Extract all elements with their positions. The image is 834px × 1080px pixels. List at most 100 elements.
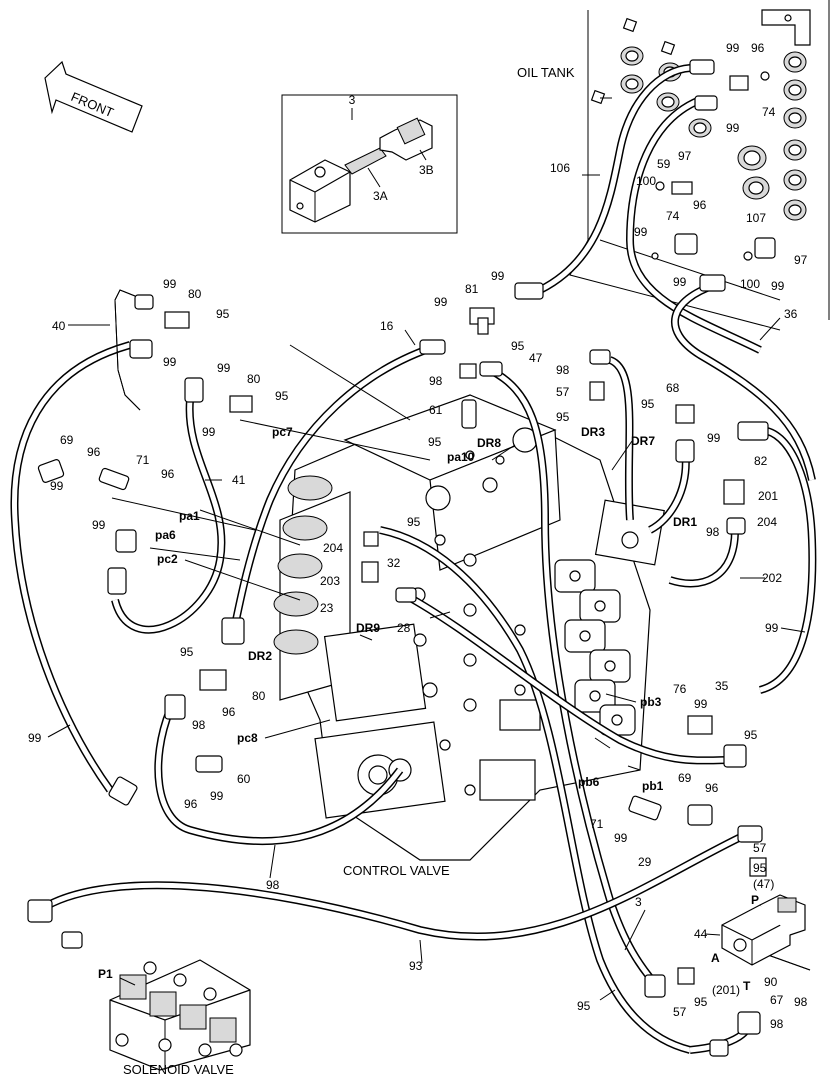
callout: 40	[52, 319, 66, 333]
tube-40-inner	[114, 289, 146, 411]
callout: 80	[188, 287, 202, 301]
port-label: A	[711, 951, 720, 965]
callout: 95	[216, 307, 230, 321]
callout: 74	[666, 209, 680, 223]
control-valve-label: CONTROL VALVE	[343, 863, 450, 878]
front-arrow: FRONT	[44, 60, 143, 133]
port-label: pc8	[237, 731, 258, 745]
callout: 95	[641, 397, 655, 411]
fittings	[27, 59, 811, 1057]
callout: 61	[429, 403, 443, 417]
callout: 59	[657, 157, 671, 171]
callout: 98	[429, 374, 443, 388]
solenoid-valve-label: SOLENOID VALVE	[123, 1062, 234, 1077]
callout: 96	[87, 445, 101, 459]
port-label: DR8	[477, 436, 501, 450]
hose-tank-return	[625, 96, 762, 354]
callout: 80	[252, 689, 266, 703]
callout: 29	[638, 855, 652, 869]
solenoid-valve-assembly	[109, 959, 251, 1071]
callout: 16	[380, 319, 394, 333]
hose-41	[111, 399, 226, 634]
callout: 95	[428, 435, 442, 449]
inset-number: 3	[349, 93, 356, 107]
port-label: T	[743, 979, 751, 993]
port-label: pb1	[642, 779, 664, 793]
port-label: pc7	[272, 425, 293, 439]
port-label: P1	[98, 967, 113, 981]
callout: 100	[636, 174, 656, 188]
callout: 68	[666, 381, 680, 395]
callout: 71	[590, 817, 604, 831]
callout: 97	[794, 253, 808, 267]
port-label: pb3	[640, 695, 662, 709]
callout: 96	[705, 781, 719, 795]
oil-tank-label: OIL TANK	[517, 65, 575, 80]
callout: 74	[762, 105, 776, 119]
callout: 99	[765, 621, 779, 635]
port-label: DR2	[248, 649, 272, 663]
callout: 35	[715, 679, 729, 693]
callout: 95	[556, 410, 570, 424]
callout: 106	[550, 161, 570, 175]
callout: 99	[163, 277, 177, 291]
inset-3a-label: 3A	[373, 189, 388, 203]
callout: 90	[764, 975, 778, 989]
port-label: DR7	[631, 434, 655, 448]
callout: 96	[222, 705, 236, 719]
port-label: pc2	[157, 552, 178, 566]
callout: 107	[746, 211, 766, 225]
inset-3b-label: 3B	[419, 163, 434, 177]
hose-106	[538, 64, 691, 294]
callout: 23	[320, 601, 334, 615]
leader-lines	[47, 97, 806, 1001]
callout: 57	[556, 385, 570, 399]
callout: 99	[771, 279, 785, 293]
inset-solenoid-valve-detail: 3 3A 3B	[281, 93, 458, 234]
callout: 99	[726, 41, 740, 55]
callout: 60	[237, 772, 251, 786]
callout: 44	[694, 927, 708, 941]
hose-35	[10, 341, 132, 793]
callout: 95	[753, 861, 767, 875]
callout: (47)	[753, 877, 774, 891]
callout: 95	[511, 339, 525, 353]
callout: 67	[770, 993, 784, 1007]
callout: 71	[136, 453, 150, 467]
hose-23	[403, 591, 731, 765]
hose-36	[670, 281, 816, 481]
callout: 76	[673, 682, 687, 696]
callout: 100	[740, 277, 760, 291]
callout: (201)	[712, 983, 740, 997]
callout: 96	[161, 467, 175, 481]
callout: 99	[50, 479, 64, 493]
hose-dr7	[608, 356, 634, 521]
callout: 95	[694, 995, 708, 1009]
port-label: DR9	[356, 621, 380, 635]
port-label: P	[751, 893, 759, 907]
port-label: DR3	[581, 425, 605, 439]
callout: 204	[323, 541, 343, 555]
callout: 97	[678, 149, 692, 163]
callout: 95	[744, 728, 758, 742]
callout: 82	[754, 454, 768, 468]
port-label: pb6	[578, 775, 600, 789]
part-callouts: 99 96 74 99 106 59 97 100 74 96 99 107 9…	[28, 41, 808, 1031]
port-labels: pc7 pa1 pa6 pc2 DR8 pa10 DR3 DR7 DR1 DR9…	[98, 425, 759, 993]
callout: 47	[529, 351, 543, 365]
callout: 98	[266, 878, 280, 892]
callout: 80	[247, 372, 261, 386]
callout: 36	[784, 307, 798, 321]
callout: 95	[407, 515, 421, 529]
hose-29	[154, 708, 404, 846]
callout: 32	[387, 556, 401, 570]
hose-32	[668, 529, 739, 588]
callout: 99	[614, 831, 628, 845]
callout: 99	[217, 361, 231, 375]
callout: 95	[577, 999, 591, 1013]
hoses	[10, 64, 817, 1054]
callout: 99	[434, 295, 448, 309]
callout: 99	[92, 518, 106, 532]
solenoid-valve-right	[721, 894, 806, 966]
